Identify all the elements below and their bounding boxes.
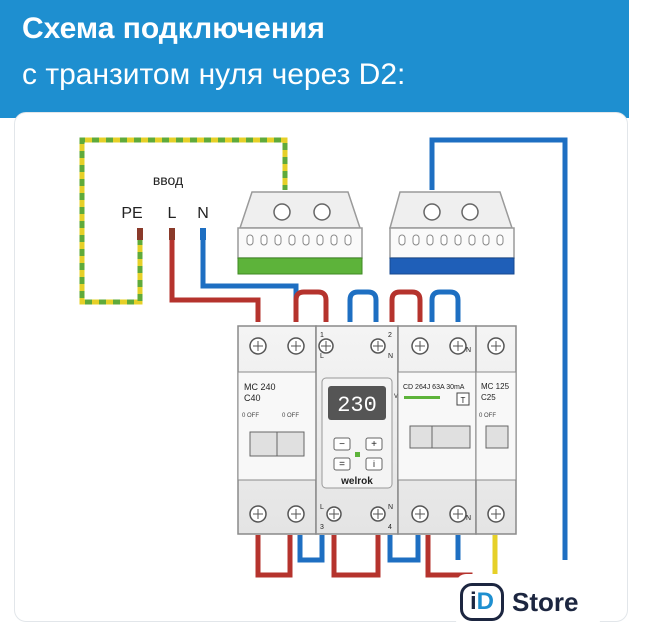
breaker-small-rating: C25 [481,393,496,402]
breaker-small-off: 0 OFF [479,413,496,419]
jumper-l-top [293,289,329,322]
terminal-pe-label: PE [121,205,142,222]
bottom-jumper-1 [255,535,293,578]
bottom-jumper-2 [297,535,325,563]
rcd-test-button: T [461,396,466,405]
jumper-n-top [347,289,379,322]
breaker-main-rating: C40 [244,393,261,403]
logo-word: Store [512,586,579,617]
neutral-bus-block [389,191,515,275]
neutral-bus-wire [429,137,568,560]
n-wire-end [200,228,206,240]
breaker-small-model: MC 125 [481,382,510,391]
relay-n-top: N [388,353,393,360]
pe-wire-end [137,228,143,240]
header-banner: Схема подключения с транзитом нуля через… [0,0,629,118]
relay-eq-button: = [339,459,345,470]
relay-n-bottom: N [388,504,393,511]
breaker-main-model: MC 240 [244,382,276,392]
voltage-relay [315,325,399,535]
l-wire-end [169,228,175,240]
terminal-n-label: N [197,205,209,222]
relay-terminal-2: 2 [388,332,392,339]
relay-terminal-3: 3 [320,524,324,531]
input-label: ввод [153,172,183,188]
rcd-n-top: N [466,347,471,354]
terminal-l-label: L [168,205,177,222]
breaker-small [475,325,517,535]
relay-l-top: L [320,353,324,360]
relay-plus-button: + [371,439,377,450]
breaker-main [237,325,317,535]
relay-terminal-4: 4 [388,524,392,531]
relay-l-bottom: L [320,504,324,511]
jumper-n-rcd [429,289,461,322]
breaker-main-off1: 0 OFF [242,413,259,419]
breaker-main-off2: 0 OFF [282,413,299,419]
relay-display-value: 230 [337,393,377,418]
logo-i: i [469,588,477,615]
rcd-device [397,325,477,535]
earth-wire [79,137,288,305]
page-title: Схема подключения [22,12,325,45]
earth-bus-block [237,191,363,275]
relay-info-button: i [373,459,375,469]
bottom-jumper-4 [387,535,421,563]
input-phase-wire [169,238,261,322]
bottom-jumper-3 [331,535,381,578]
rcd-model: CD 264J 63A 30mA [403,384,465,391]
right-margin [629,0,649,640]
relay-brand: welrok [340,476,373,487]
logo-d: D [476,588,494,615]
jumper-l-rcd [389,289,423,322]
rcd-n-bottom: N [466,515,471,522]
page-subtitle: с транзитом нуля через D2: [22,58,406,91]
relay-minus-button: − [339,439,345,450]
relay-display-unit: V [394,394,398,400]
relay-terminal-1: 1 [320,332,324,339]
